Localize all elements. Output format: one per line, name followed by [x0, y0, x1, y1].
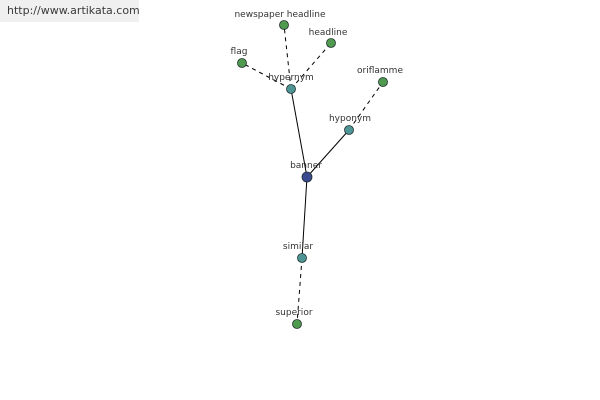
- edge-hypernym-headline: [290, 42, 332, 90]
- edge-banner-similar: [301, 176, 308, 259]
- node-label-oriflamme: oriflamme: [357, 66, 403, 76]
- node-banner[interactable]: [301, 171, 313, 183]
- node-headline[interactable]: [326, 38, 336, 48]
- node-hyponym[interactable]: [344, 125, 354, 135]
- node-label-flag: flag: [231, 47, 248, 57]
- node-oriflamme[interactable]: [378, 77, 388, 87]
- edge-banner-hyponym: [306, 129, 350, 178]
- graph-labels: banner hypernym hyponym similar newspaper he…: [231, 10, 404, 318]
- graph-edges: [241, 24, 384, 325]
- edge-hypernym-flag: [241, 62, 292, 90]
- node-label-headline: headline: [309, 28, 348, 38]
- node-label-superior: superior: [275, 308, 312, 318]
- node-hypernym[interactable]: [286, 84, 296, 94]
- node-flag[interactable]: [237, 58, 247, 68]
- node-label-newspaper-headline: newspaper headline: [234, 10, 326, 20]
- graph-nodes: [237, 20, 388, 329]
- node-superior[interactable]: [292, 319, 302, 329]
- node-label-banner: banner: [290, 161, 322, 171]
- node-label-hypernym: hypernym: [268, 73, 314, 83]
- edge-hyponym-oriflamme: [348, 81, 384, 131]
- watermark-banner: http://www.artikata.com: [0, 0, 140, 22]
- watermark-text: http://www.artikata.com: [7, 4, 140, 17]
- node-similar[interactable]: [297, 253, 307, 263]
- node-label-similar: similar: [283, 242, 313, 252]
- edge-hypernym-newspaper_headline: [283, 24, 292, 90]
- node-label-hyponym: hyponym: [329, 114, 371, 124]
- edge-banner-hypernym: [290, 88, 308, 178]
- edge-similar-superior: [296, 257, 303, 325]
- node-newspaper-headline[interactable]: [279, 20, 289, 30]
